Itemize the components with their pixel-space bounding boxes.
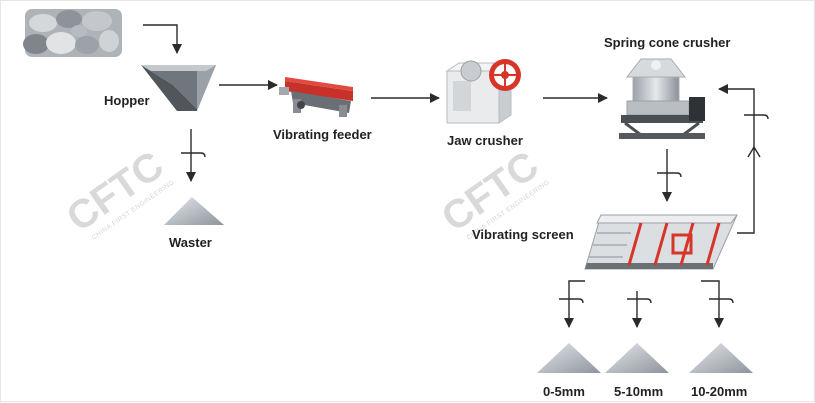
vibrating-screen-label: Vibrating screen: [472, 227, 574, 242]
arrow-stones-to-hopper: [143, 24, 182, 54]
valve-icon: [709, 298, 734, 304]
flow-arrows: [143, 24, 755, 328]
watermark-left: CFTC CHINA FIRST ENGINEERING: [59, 143, 176, 241]
pile-10-20mm: [689, 343, 753, 373]
waster-label: Waster: [169, 235, 212, 250]
spring-cone-crusher-label: Spring cone crusher: [604, 35, 730, 50]
pile-0-5mm: [537, 343, 601, 373]
valve-icon: [181, 152, 206, 158]
waster-pile: [164, 197, 224, 225]
jaw-crusher-machine: [445, 59, 521, 124]
valve-icon: [657, 172, 682, 178]
spring-cone-crusher-machine: [619, 58, 705, 139]
arrow-screen-to-10-20: [701, 280, 724, 328]
raw-stones-image: [23, 9, 122, 57]
arrow-screen-to-0-5: [564, 280, 585, 328]
hopper-label: Hopper: [104, 93, 150, 108]
vibrating-feeder-machine: [279, 77, 353, 117]
arrow-screen-recycle-to-cone: [718, 84, 755, 234]
vibrating-feeder-label: Vibrating feeder: [273, 127, 372, 142]
valve-icon: [744, 114, 769, 120]
hopper-machine: [141, 65, 216, 111]
pile-5-10mm: [605, 343, 669, 373]
chevron-up-icon: [747, 145, 761, 158]
jaw-crusher-label: Jaw crusher: [447, 133, 523, 148]
output-label-0-5mm: 0-5mm: [543, 384, 585, 399]
output-label-10-20mm: 10-20mm: [691, 384, 747, 399]
valve-symbols: [181, 114, 769, 304]
valve-icon: [627, 298, 652, 304]
output-label-5-10mm: 5-10mm: [614, 384, 663, 399]
vibrating-screen-machine: [584, 214, 738, 270]
valve-icon: [559, 298, 584, 304]
